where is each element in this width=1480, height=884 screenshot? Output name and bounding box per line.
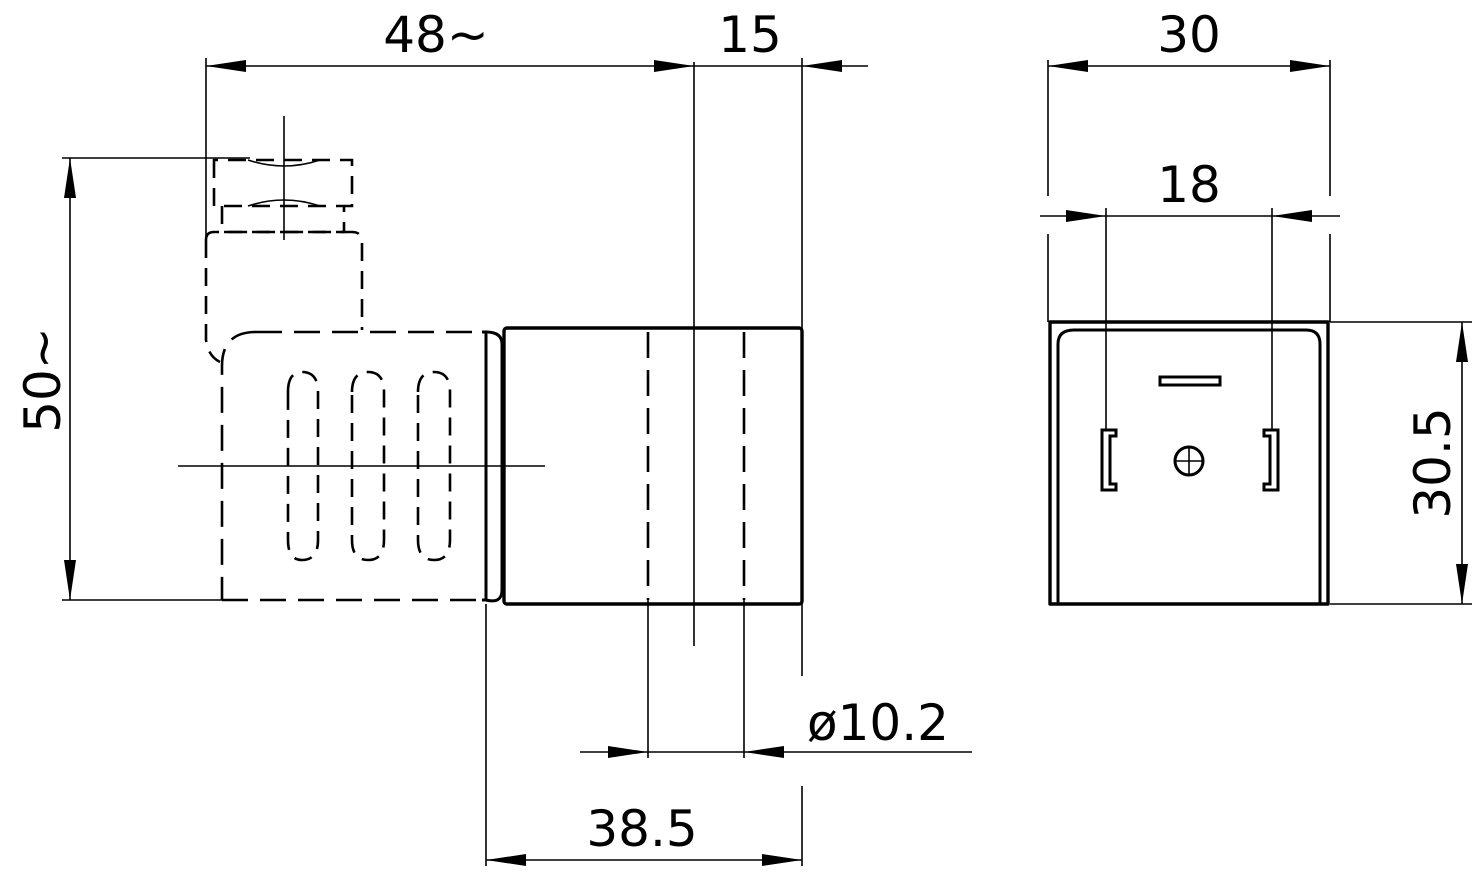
dimension-label-48: 48~ [383,6,489,64]
dimension-label-diameter: ø10.2 [807,694,949,752]
ground-pin [1158,375,1222,387]
connector-pins [1100,375,1280,492]
dimension-label-38-5: 38.5 [586,800,697,858]
dimension-left-height: 50~ [14,158,76,600]
dimension-label-30-5: 30.5 [1404,407,1462,518]
dimension-diameter: ø10.2 [580,694,972,758]
end-view: 30 18 30.5 [1040,6,1472,606]
pin-left [1100,428,1118,492]
dimension-label-50: 50~ [14,327,72,433]
dimension-label-30: 30 [1157,6,1221,64]
pin-right [1262,428,1280,492]
dimension-top-overall: 48~ 15 [206,6,868,72]
end-view-body [1048,320,1330,606]
dimension-end-height: 30.5 [1404,322,1468,604]
coil-body [502,326,804,606]
dimension-pin-spacing: 18 [1040,156,1340,222]
ventilation-slots [286,370,452,562]
dimension-label-18: 18 [1157,156,1221,214]
side-view: 48~ 15 50~ ø10.2 38.5 [14,6,972,866]
dimension-label-15: 15 [718,6,782,64]
dimension-bottom-length: 38.5 [486,800,802,866]
dimension-end-width: 30 [1048,6,1330,72]
